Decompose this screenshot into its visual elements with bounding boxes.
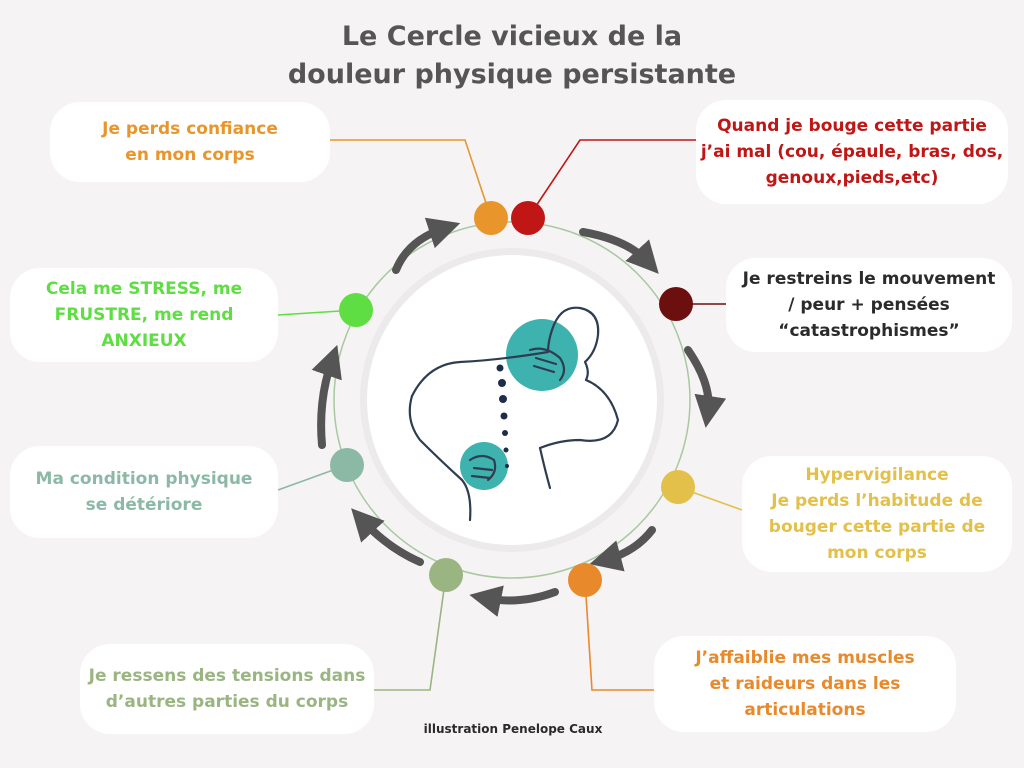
step-1-line-1: Quand je bouge cette partie	[717, 116, 987, 136]
title-line-1: Le Cercle vicieux de la	[341, 21, 683, 52]
step-4-line-2: et raideurs dans les	[709, 674, 901, 694]
inner-circle-face	[367, 255, 657, 545]
step-7-line-1: Cela me STRESS, me	[45, 279, 243, 299]
step-2-line-2: / peur + pensées	[788, 295, 950, 315]
step-4-line-1: J’affaiblie mes muscles	[695, 648, 915, 668]
step-dot-4	[568, 563, 602, 597]
step-5-line-1: Je ressens des tensions dans	[88, 666, 366, 686]
illustration-credit: illustration Penelope Caux	[423, 722, 603, 736]
step-3-line-2: Je perds l’habitude de	[771, 491, 983, 511]
step-box-7: Cela me STRESS, me FRUSTRE, me rend ANXI…	[10, 268, 278, 362]
step-7-line-2: FRUSTRE, me rend	[54, 305, 234, 325]
step-box-1: Quand je bouge cette partie j’ai mal (co…	[696, 100, 1008, 204]
arrow-1	[579, 228, 659, 274]
neck-pain-highlight	[506, 319, 578, 391]
step-box-8: Je perds confiance en mon corps	[50, 102, 330, 182]
arrow-7	[392, 217, 461, 274]
step-box-6: Ma condition physique se détériore	[10, 446, 278, 538]
back-pain-highlight	[460, 442, 508, 490]
step-3-line-3: bouger cette partie de	[768, 517, 986, 537]
step-6-line-2: se détériore	[85, 495, 203, 515]
step-3-line-1: Hypervigilance	[805, 465, 949, 485]
step-8-line-1: Je perds confiance	[102, 119, 278, 139]
connector-1	[527, 139, 696, 219]
connector-8	[330, 139, 492, 219]
step-1-line-2: j’ai mal (cou, épaule, bras, dos,	[700, 142, 1004, 162]
step-dot-7	[339, 293, 373, 327]
arrow-2	[684, 346, 727, 428]
arrow-3	[589, 526, 656, 572]
step-box-3: Hypervigilance Je perds l’habitude de bo…	[742, 456, 1012, 572]
connector-5	[374, 574, 447, 691]
step-dot-5	[429, 558, 463, 592]
step-dots	[330, 201, 695, 597]
neck-back-pain-figure-icon	[408, 306, 620, 522]
step-dot-6	[330, 448, 364, 482]
step-5-line-2: d’autres parties du corps	[105, 692, 349, 712]
step-box-5: Je ressens des tensions dans d’autres pa…	[80, 644, 374, 734]
title-line-2: douleur physique persistante	[287, 59, 737, 90]
step-box-4: J’affaiblie mes muscles et raideurs dans…	[654, 636, 956, 732]
step-dot-3	[661, 470, 695, 504]
arrow-5	[351, 508, 424, 566]
step-4-line-3: articulations	[744, 700, 866, 720]
step-8-line-2: en mon corps	[125, 145, 255, 165]
diagram-title: Le Cercle vicieux de la douleur physique…	[212, 18, 812, 94]
step-2-line-3: “catastrophismes”	[778, 321, 960, 341]
connector-4	[584, 579, 654, 691]
arrow-4	[469, 585, 559, 617]
step-box-2: Je restreins le mouvement / peur + pensé…	[726, 258, 1012, 352]
step-3-line-4: mon corps	[827, 543, 927, 563]
cycle-arrows	[311, 217, 727, 617]
step-7-line-3: ANXIEUX	[101, 331, 187, 351]
step-2-line-1: Je restreins le mouvement	[742, 269, 996, 289]
step-6-line-1: Ma condition physique	[35, 469, 253, 489]
step-dot-2	[659, 287, 693, 321]
step-1-line-3: genoux,pieds,etc)	[765, 168, 939, 188]
spine-dots	[496, 364, 509, 468]
arrow-6	[311, 344, 342, 449]
step-dot-8	[474, 201, 508, 235]
step-dot-1	[511, 201, 545, 235]
